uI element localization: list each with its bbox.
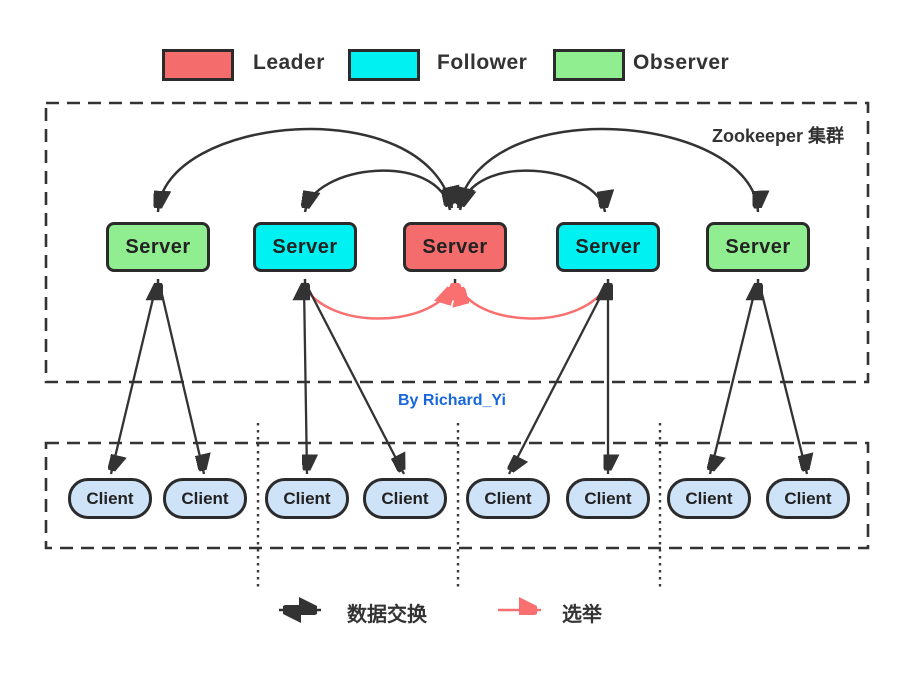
- client-8: Client: [766, 478, 850, 519]
- election-arc-follower1-leader: [300, 282, 452, 320]
- legend-swatch-follower: [348, 49, 420, 81]
- link-server1-client2: [158, 285, 204, 475]
- link-server5-client8: [758, 285, 807, 475]
- server-leader: Server: [403, 222, 507, 272]
- client-7: Client: [667, 478, 751, 519]
- link-server2-client3: [304, 285, 307, 475]
- cluster-title: Zookeeper 集群: [712, 126, 845, 146]
- server-observer-1: Server: [106, 222, 210, 272]
- link-server2-client4: [305, 285, 404, 475]
- server-follower-2: Server: [556, 222, 660, 272]
- arc-leader-follower2: [460, 169, 605, 213]
- link-server1-client1: [111, 285, 158, 475]
- link-server4-client5: [509, 285, 608, 474]
- election-arc-follower2-leader: [459, 282, 611, 320]
- client-2: Client: [163, 478, 247, 519]
- legend-swatch-observer: [553, 49, 625, 81]
- arc-follower1-leader: [305, 169, 450, 213]
- legend-swatch-leader: [162, 49, 234, 81]
- link-server5-client7: [710, 285, 758, 475]
- clients-dashed-box: [44, 441, 870, 550]
- server-observer-2: Server: [706, 222, 810, 272]
- client-1: Client: [68, 478, 152, 519]
- client-3: Client: [265, 478, 349, 519]
- data-exchange-label: 数据交换: [347, 604, 427, 626]
- legend-label-follower: Follower: [437, 51, 528, 74]
- legend-label-observer: Observer: [633, 51, 730, 74]
- cluster-dashed-box: [44, 101, 870, 384]
- arc-observer1-leader: [158, 127, 452, 213]
- client-4: Client: [363, 478, 447, 519]
- client-5: Client: [466, 478, 550, 519]
- arc-leader-observer2: [458, 127, 758, 213]
- election-label: 选举: [562, 604, 602, 626]
- legend-label-leader: Leader: [253, 51, 325, 74]
- client-6: Client: [566, 478, 650, 519]
- author-credit: By Richard_Yi: [398, 392, 506, 409]
- server-follower-1: Server: [253, 222, 357, 272]
